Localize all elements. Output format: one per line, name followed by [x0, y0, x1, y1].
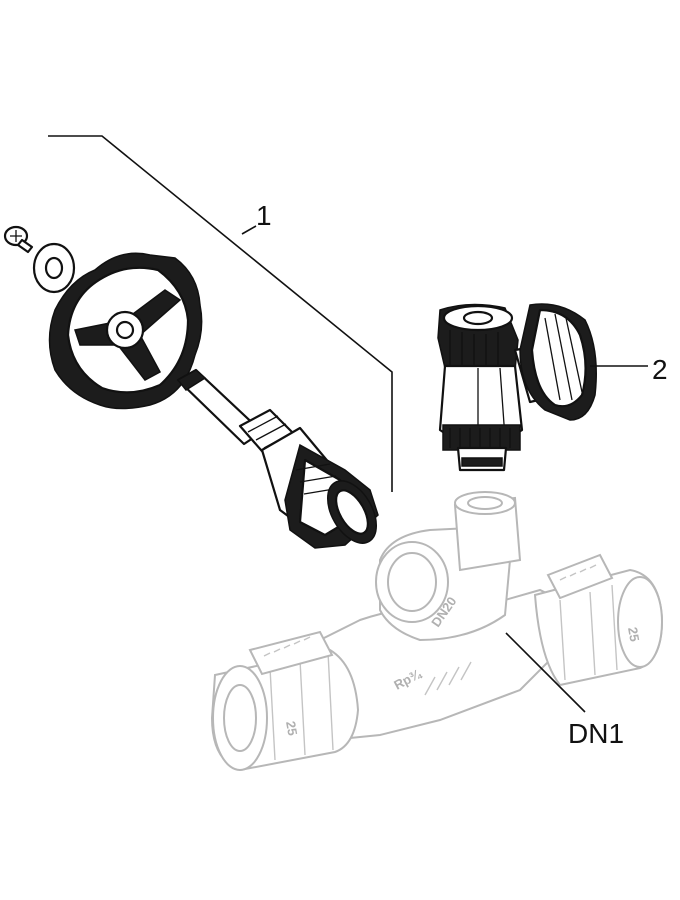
headwork-assembly — [3, 135, 393, 549]
headwork-body-icon — [260, 426, 379, 549]
washer-icon — [32, 242, 76, 294]
callout-label-dn1: DN1 — [568, 718, 625, 749]
coupling-left-size: 25 — [283, 720, 300, 737]
callout-dn1-leader — [505, 632, 586, 713]
valve-body-ghost: DN20 Rp¾ 25 25 — [210, 491, 664, 772]
screw-icon — [3, 225, 34, 254]
drain-valve-assembly — [437, 303, 648, 472]
callout-label-2: 2 — [652, 354, 668, 385]
callout-label-1: 1 — [256, 200, 272, 231]
callout-1-leader — [48, 135, 393, 492]
coupling-right-size: 25 — [625, 626, 642, 643]
drain-valve-icon — [437, 303, 597, 472]
handwheel-icon — [48, 252, 203, 410]
